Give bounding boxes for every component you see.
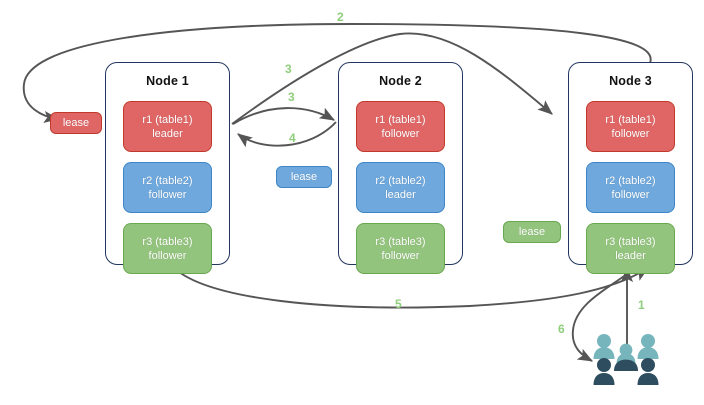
replica-role: follower <box>611 127 650 140</box>
replica-r1[interactable]: r1 (table1) follower <box>586 101 675 152</box>
replica-r1[interactable]: r1 (table1) follower <box>356 101 445 152</box>
step-label-6: 6 <box>558 322 565 336</box>
replica-name: r3 (table3) <box>605 235 656 248</box>
step-label-3a: 3 <box>285 62 292 76</box>
replica-role: follower <box>611 188 650 201</box>
replica-r3[interactable]: r3 (table3) follower <box>123 223 212 274</box>
step-label-3b: 3 <box>288 90 295 104</box>
step-label-4: 4 <box>289 131 296 145</box>
replica-r3[interactable]: r3 (table3) leader <box>586 223 675 274</box>
replica-r3[interactable]: r3 (table3) follower <box>356 223 445 274</box>
node-box-node-3[interactable]: Node 3 r1 (table1) follower r2 (table2) … <box>568 62 693 274</box>
node-box-node-1[interactable]: Node 1 r1 (table1) leader r2 (table2) fo… <box>105 62 230 274</box>
replica-name: r2 (table2) <box>375 174 426 187</box>
replica-name: r1 (table1) <box>375 113 426 126</box>
lease-badge-r2[interactable]: lease <box>276 166 332 188</box>
replica-r1[interactable]: r1 (table1) leader <box>123 101 212 152</box>
node-title: Node 1 <box>146 74 189 88</box>
replica-name: r3 (table3) <box>375 235 426 248</box>
replica-name: r3 (table3) <box>142 235 193 248</box>
node-title: Node 3 <box>609 74 652 88</box>
replica-role: leader <box>615 249 646 262</box>
replica-role: leader <box>152 127 183 140</box>
step-label-2: 2 <box>337 10 344 24</box>
lease-badge-r3[interactable]: lease <box>503 221 561 243</box>
arrow-step-3-to-node2 <box>232 107 335 125</box>
replica-name: r2 (table2) <box>142 174 193 187</box>
arrow-step-4 <box>237 121 337 148</box>
replica-name: r1 (table1) <box>142 113 193 126</box>
replica-role: leader <box>385 188 416 201</box>
lease-badge-r1[interactable]: lease <box>50 112 102 134</box>
replica-name: r1 (table1) <box>605 113 656 126</box>
node-box-node-2[interactable]: Node 2 r1 (table1) follower r2 (table2) … <box>338 62 463 274</box>
node-title: Node 2 <box>379 74 422 88</box>
step-label-5: 5 <box>395 297 402 311</box>
replica-r2[interactable]: r2 (table2) follower <box>586 162 675 213</box>
users-icon <box>593 334 659 385</box>
replica-r2[interactable]: r2 (table2) leader <box>356 162 445 213</box>
replica-name: r2 (table2) <box>605 174 656 187</box>
replica-role: follower <box>381 127 420 140</box>
replica-role: follower <box>148 188 187 201</box>
replica-role: follower <box>148 249 187 262</box>
replica-role: follower <box>381 249 420 262</box>
replica-r2[interactable]: r2 (table2) follower <box>123 162 212 213</box>
step-label-1: 1 <box>638 298 645 312</box>
